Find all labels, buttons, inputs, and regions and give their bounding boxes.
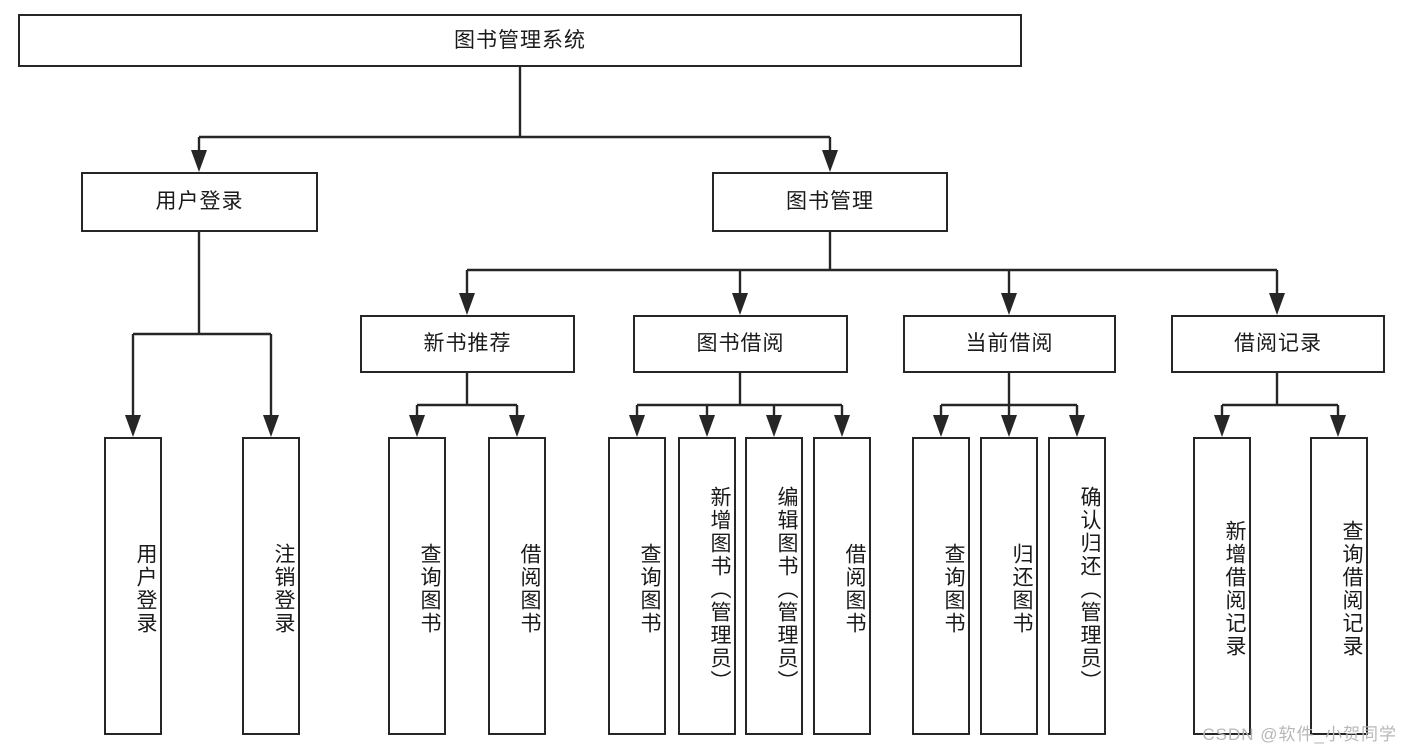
node-borrow-record[interactable]: 借阅记录 bbox=[1171, 315, 1385, 373]
leaf-user-login[interactable]: 用户登录 bbox=[104, 437, 162, 735]
node-label: 借阅图书 bbox=[843, 543, 866, 635]
leaf-query-book-borrow[interactable]: 查询图书 bbox=[608, 437, 666, 735]
node-label: 图书管理 bbox=[786, 190, 874, 214]
node-label: 新书推荐 bbox=[423, 332, 512, 356]
node-label: 当前借阅 bbox=[965, 332, 1054, 356]
node-new-book-recommend[interactable]: 新书推荐 bbox=[360, 315, 575, 373]
leaf-return-book[interactable]: 归还图书 bbox=[980, 437, 1038, 735]
node-label: 图书借阅 bbox=[696, 332, 785, 356]
node-label: 新增图书（管理员） bbox=[708, 485, 731, 693]
node-book-borrow[interactable]: 图书借阅 bbox=[633, 315, 848, 373]
leaf-borrow-book[interactable]: 借阅图书 bbox=[813, 437, 871, 735]
leaf-query-book-current[interactable]: 查询图书 bbox=[912, 437, 970, 735]
node-label: 用户登录 bbox=[155, 190, 244, 214]
node-label: 确认归还（管理员） bbox=[1078, 485, 1101, 693]
leaf-query-borrow-record[interactable]: 查询借阅记录 bbox=[1310, 437, 1368, 735]
node-current-borrow[interactable]: 当前借阅 bbox=[903, 315, 1116, 373]
node-label: 注销登录 bbox=[272, 543, 295, 635]
node-label: 查询借阅记录 bbox=[1340, 520, 1363, 658]
node-label: 查询图书 bbox=[638, 543, 661, 635]
node-label: 新增借阅记录 bbox=[1223, 520, 1246, 658]
node-label: 借阅记录 bbox=[1234, 332, 1322, 356]
leaf-add-borrow-record[interactable]: 新增借阅记录 bbox=[1193, 437, 1251, 735]
node-label: 查询图书 bbox=[942, 543, 965, 635]
node-label: 查询图书 bbox=[418, 543, 441, 635]
node-book-management[interactable]: 图书管理 bbox=[712, 172, 948, 232]
leaf-logout-login[interactable]: 注销登录 bbox=[242, 437, 300, 735]
node-label: 用户登录 bbox=[134, 543, 157, 635]
leaf-confirm-return-admin[interactable]: 确认归还（管理员） bbox=[1048, 437, 1106, 735]
node-label: 归还图书 bbox=[1010, 543, 1033, 635]
leaf-add-book-admin[interactable]: 新增图书（管理员） bbox=[678, 437, 736, 735]
node-root-book-management-system[interactable]: 图书管理系统 bbox=[18, 14, 1022, 67]
node-user-login[interactable]: 用户登录 bbox=[81, 172, 318, 232]
node-label: 编辑图书（管理员） bbox=[775, 485, 798, 693]
leaf-borrow-book-recommend[interactable]: 借阅图书 bbox=[488, 437, 546, 735]
node-label: 图书管理系统 bbox=[454, 28, 586, 52]
leaf-query-book-recommend[interactable]: 查询图书 bbox=[388, 437, 446, 735]
node-label: 借阅图书 bbox=[518, 543, 541, 635]
leaf-edit-book-admin[interactable]: 编辑图书（管理员） bbox=[745, 437, 803, 735]
